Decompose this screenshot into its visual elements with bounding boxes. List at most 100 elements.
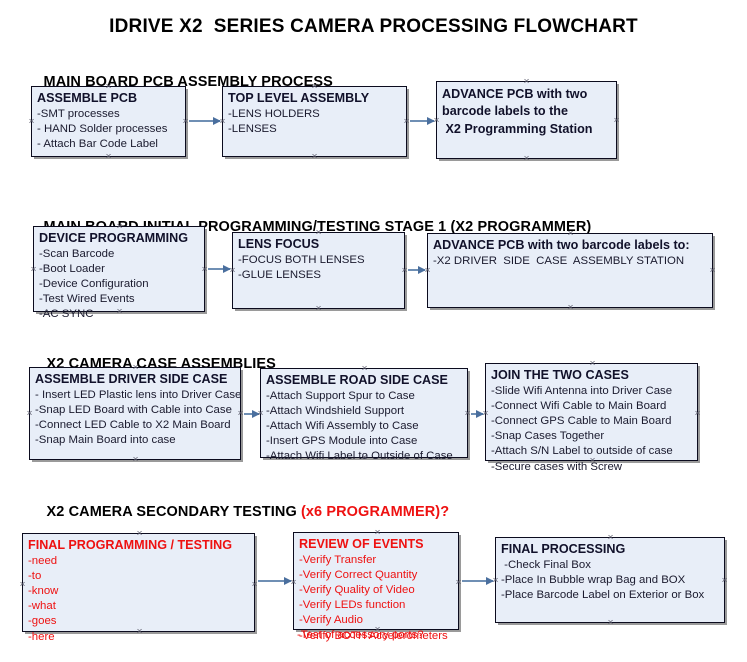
node-advance-pcb-station[interactable]: ADVANCE PCB with two barcode labels to t…	[436, 81, 617, 159]
connection-handle-bottom[interactable]	[315, 305, 322, 312]
node-advance-pcb-driver-side-body: ADVANCE PCB with two barcode labels to: …	[428, 234, 712, 271]
connection-handle-left[interactable]	[19, 581, 26, 588]
connection-handle-left[interactable]	[424, 267, 431, 274]
node-assemble-pcb-title: ASSEMBLE PCB	[37, 91, 138, 105]
connection-handle-bottom[interactable]	[567, 304, 574, 311]
node-line: -SMT processes	[37, 107, 120, 120]
node-lens-focus-body: LENS FOCUS -FOCUS BOTH LENSES -GLUE LENS…	[233, 233, 404, 285]
connection-handle-top[interactable]	[607, 534, 614, 541]
node-advance-pcb-driver-side[interactable]: ADVANCE PCB with two barcode labels to: …	[427, 233, 713, 308]
connection-handle-top[interactable]	[315, 229, 322, 236]
node-top-level-assembly-title: TOP LEVEL ASSEMBLY	[228, 91, 370, 105]
connection-handle-left[interactable]	[482, 410, 489, 417]
node-line: -Attach Wifi Assembly to Case	[266, 420, 419, 433]
page-title: IDRIVE X2 SERIES CAMERA PROCESSING FLOWC…	[109, 16, 638, 37]
node-line: -Secure cases with Screw	[491, 460, 623, 473]
connection-handle-top[interactable]	[311, 83, 318, 90]
connection-handle-left[interactable]	[219, 118, 226, 125]
node-line: -Test Wired Events	[39, 293, 135, 306]
connection-handle-top[interactable]	[523, 78, 530, 85]
connection-handle-left[interactable]	[492, 577, 499, 584]
node-line: -Verify LEDs function	[299, 599, 406, 612]
connection-handle-right[interactable]	[455, 579, 462, 586]
connection-handle-top[interactable]	[105, 83, 112, 90]
connection-handle-right[interactable]	[403, 118, 410, 125]
node-advance-pcb-driver-side-title: ADVANCE PCB with two barcode labels to:	[433, 238, 690, 252]
node-final-programming-testing[interactable]: FINAL PROGRAMMING / TESTING -need -to -k…	[19, 530, 258, 643]
node-line: - Attach Bar Code Label	[37, 138, 158, 151]
connection-handle-right[interactable]	[182, 118, 189, 125]
node-line: -Verify Quality of Video	[299, 584, 415, 597]
node-line: -what	[28, 600, 56, 613]
node-assemble-road-side-case[interactable]: ASSEMBLE ROAD SIDE CASE -Attach Support …	[257, 365, 471, 462]
connection-handle-left[interactable]	[28, 118, 35, 125]
node-line: ADVANCE PCB with two	[442, 87, 588, 101]
connection-handle-left[interactable]	[257, 410, 264, 417]
connection-handle-top[interactable]	[361, 365, 368, 372]
connection-handle-right[interactable]	[613, 117, 620, 124]
node-assemble-pcb[interactable]: ASSEMBLE PCB -SMT processes - HAND Solde…	[31, 86, 186, 157]
connection-handle-top[interactable]	[116, 223, 123, 230]
node-join-the-two-cases-title: JOIN THE TWO CASES	[491, 368, 629, 382]
node-line: -Check Final Box	[501, 558, 591, 571]
connection-handle-top[interactable]	[567, 230, 574, 237]
connection-handle-right[interactable]	[237, 410, 244, 417]
connection-handle-top[interactable]	[132, 364, 139, 371]
connection-handle-bottom[interactable]	[523, 155, 530, 162]
node-review-of-events[interactable]: REVIEW OF EVENTS -Verify Transfer -Verif…	[290, 529, 462, 642]
connection-handle-left[interactable]	[290, 579, 297, 586]
connection-handle-left[interactable]	[229, 267, 236, 274]
connection-handle-left[interactable]	[433, 117, 440, 124]
node-join-the-two-cases[interactable]: JOIN THE TWO CASES -Slide Wifi Antenna i…	[482, 360, 701, 473]
connection-handle-right[interactable]	[694, 410, 701, 417]
node-line: -know	[28, 585, 59, 598]
node-top-level-assembly[interactable]: TOP LEVEL ASSEMBLY -LENS HOLDERS -LENSES	[222, 86, 407, 157]
connection-handle-bottom[interactable]	[132, 456, 139, 463]
section-heading-4-accent: (x6 PROGRAMMER)?	[300, 504, 450, 520]
node-line: -X2 DRIVER SIDE CASE ASSEMBLY STATION	[433, 254, 685, 267]
node-assemble-driver-side-case-body: ASSEMBLE DRIVER SIDE CASE - Insert LED P…	[30, 368, 242, 450]
node-lens-focus-title: LENS FOCUS	[238, 237, 320, 251]
connector-arrow	[408, 265, 426, 274]
connection-handle-right[interactable]	[709, 267, 716, 274]
node-line: -need	[28, 554, 58, 567]
node-line: -Attach Support Spur to Case	[266, 389, 415, 402]
connection-handle-top[interactable]	[374, 529, 381, 536]
node-line: -AC SYNC	[39, 308, 94, 321]
connection-handle-bottom[interactable]	[311, 153, 318, 160]
connection-handle-bottom[interactable]	[105, 153, 112, 160]
connection-handle-right[interactable]	[464, 410, 471, 417]
node-line: -Connect GPS Cable to Main Board	[491, 415, 672, 428]
node-line: -FOCUS BOTH LENSES	[238, 253, 365, 266]
connection-handle-bottom[interactable]	[589, 457, 596, 464]
node-line: -Connect Wifi Cable to Main Board	[491, 400, 667, 413]
node-final-processing[interactable]: FINAL PROCESSING -Check Final Box -Place…	[495, 537, 725, 623]
node-line: -Attach S/N Label to outside of case	[491, 445, 673, 458]
connection-handle-bottom[interactable]	[116, 308, 123, 315]
node-join-the-two-cases-body: JOIN THE TWO CASES -Slide Wifi Antenna i…	[486, 364, 697, 477]
section-heading-4: X2 CAMERA SECONDARY TESTING (x6 PROGRAMM…	[30, 488, 450, 536]
node-lens-focus[interactable]: LENS FOCUS -FOCUS BOTH LENSES -GLUE LENS…	[232, 232, 405, 309]
connection-handle-left[interactable]	[30, 266, 37, 273]
node-assemble-driver-side-case[interactable]: ASSEMBLE DRIVER SIDE CASE - Insert LED P…	[29, 367, 241, 460]
node-line: X2 Programming Station	[442, 121, 593, 136]
node-top-level-assembly-body: TOP LEVEL ASSEMBLY -LENS HOLDERS -LENSES	[223, 87, 406, 139]
node-line: -Boot Loader	[39, 263, 105, 276]
node-final-processing-body: FINAL PROCESSING -Check Final Box -Place…	[496, 538, 724, 605]
connection-handle-top[interactable]	[589, 360, 596, 367]
node-final-programming-testing-title: FINAL PROGRAMMING / TESTING	[28, 538, 233, 552]
node-line: -Verify BOTH Accelerometers	[299, 629, 448, 642]
connection-handle-bottom[interactable]	[136, 628, 143, 635]
connection-handle-right[interactable]	[251, 581, 258, 588]
connection-handle-left[interactable]	[26, 410, 33, 417]
connector-arrow	[189, 116, 221, 125]
connection-handle-right[interactable]	[721, 577, 728, 584]
connection-handle-bottom[interactable]	[607, 619, 614, 626]
connection-handle-right[interactable]	[201, 266, 208, 273]
node-line: - Insert LED Plastic lens into Driver Ca…	[35, 388, 242, 401]
connection-handle-top[interactable]	[136, 530, 143, 537]
connection-handle-right[interactable]	[401, 267, 408, 274]
node-line: -LENSES	[228, 123, 277, 136]
node-device-programming[interactable]: DEVICE PROGRAMMING -Scan Barcode -Boot L…	[30, 223, 208, 320]
connection-handle-bottom[interactable]	[361, 454, 368, 461]
